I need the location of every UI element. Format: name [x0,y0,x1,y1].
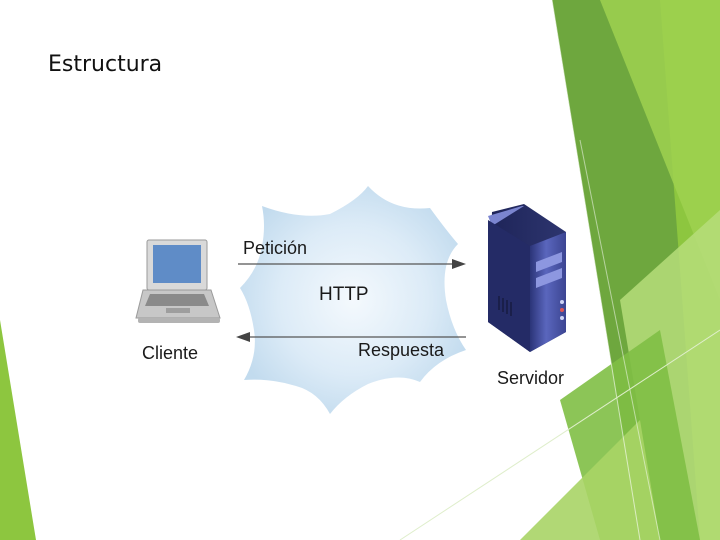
response-label: Respuesta [358,340,445,360]
protocol-label: HTTP [319,284,369,305]
client-label: Cliente [142,343,199,363]
server-icon [488,204,566,352]
left-decoration [0,320,36,540]
request-label: Petición [243,238,308,258]
right-decoration [399,0,720,540]
response-arrow [236,332,466,342]
http-cloud [240,186,466,414]
laptop-icon [135,239,221,323]
slide-title: Estructura [48,52,163,77]
server-label: Servidor [497,368,565,388]
request-arrow [238,259,466,269]
